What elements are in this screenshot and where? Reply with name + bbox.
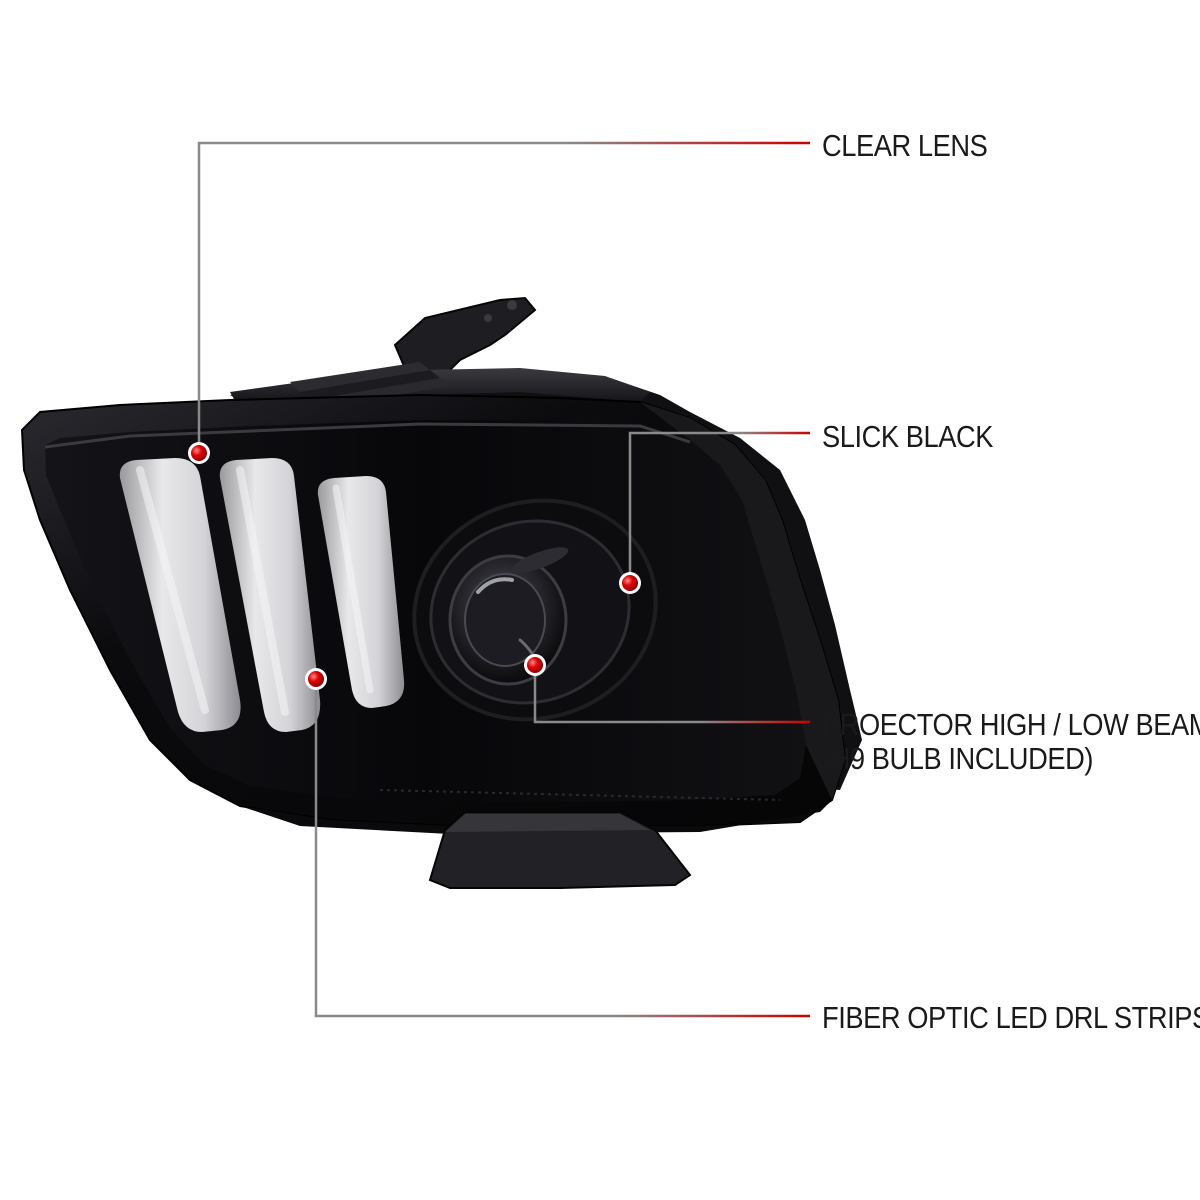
callout-label-clear-lens: CLEAR LENS	[822, 128, 988, 163]
marker-dots	[188, 442, 641, 690]
red-dot-marker-icon	[619, 572, 641, 594]
lower-mounting-tab	[428, 811, 692, 889]
red-dot-marker-icon	[524, 654, 546, 676]
leader-lines	[197, 141, 810, 1018]
callout-label-projector-line1: PROECTOR HIGH / LOW BEAM	[822, 707, 1200, 742]
leader-line-slick-black	[628, 431, 810, 583]
leader-line-fiber-optic	[314, 680, 810, 1018]
leader-line-projector	[533, 668, 810, 724]
red-dot-marker-icon	[188, 442, 210, 464]
callout-label-fiber-optic: FIBER OPTIC LED DRL STRIPS	[822, 1000, 1200, 1035]
callout-label-slick-black: SLICK BLACK	[822, 419, 994, 454]
projector-module	[412, 498, 658, 722]
leader-line-clear-lens	[197, 141, 810, 453]
red-dot-marker-icon	[305, 668, 327, 690]
drl-strips	[119, 458, 405, 732]
callout-label-projector: PROECTOR HIGH / LOW BEAM (H9 BULB INCLUD…	[822, 708, 1200, 776]
callout-label-projector-line2: (H9 BULB INCLUDED)	[822, 741, 1093, 776]
